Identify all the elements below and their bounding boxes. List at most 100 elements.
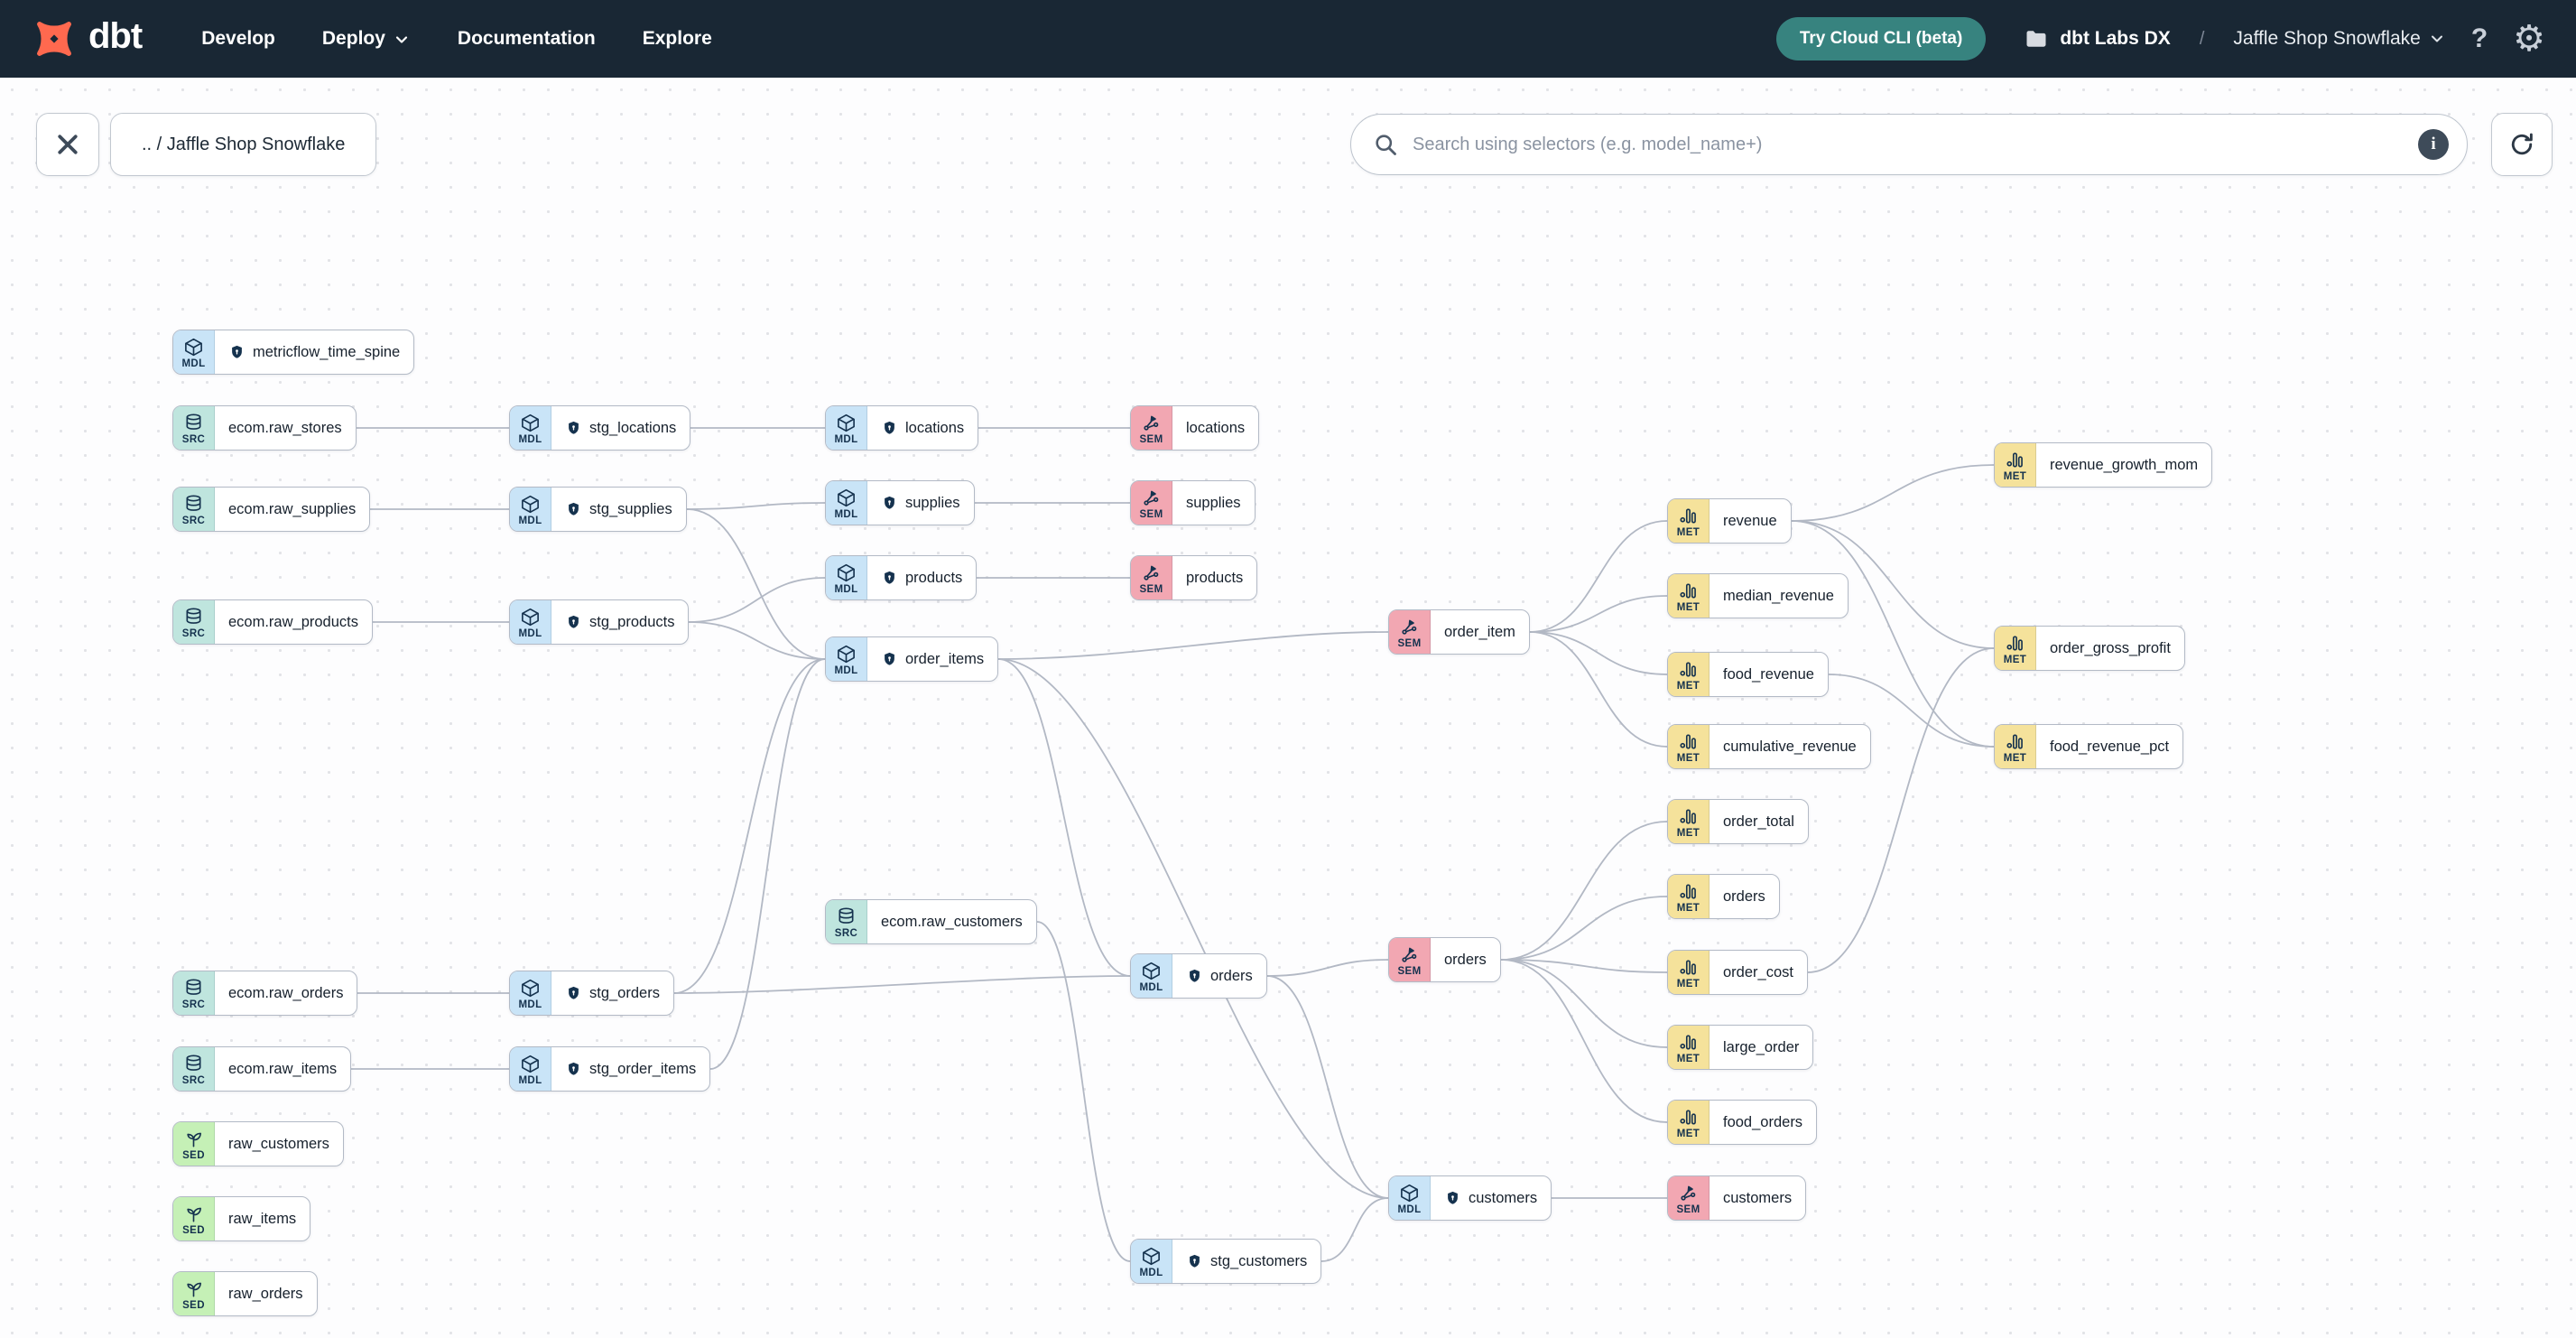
node-type-badge: SRC [826, 900, 867, 943]
info-icon[interactable]: i [2418, 129, 2449, 160]
node-label: order_gross_profit [2050, 639, 2171, 656]
node-type-badge: SED [173, 1197, 215, 1240]
edge-sem_order_item-met_food_revenue [1529, 631, 1668, 675]
cube-icon [183, 335, 204, 358]
account-name: dbt Labs DX [2060, 28, 2171, 49]
semantic-network-icon [1141, 411, 1162, 433]
node-mdl_products[interactable]: MDL products [825, 555, 978, 600]
shield-icon [881, 570, 898, 587]
dbt-logo[interactable]: dbt [31, 15, 143, 62]
edge-mdl_stg_supplies-mdl_order_items [686, 508, 826, 660]
bar-chart-icon [1678, 955, 1699, 978]
node-label: stg_supplies [589, 500, 672, 517]
search-input[interactable] [1413, 134, 2418, 155]
help-icon[interactable]: ? [2470, 23, 2488, 53]
node-type-badge: SRC [173, 600, 215, 644]
nav-item-documentation[interactable]: Documentation [457, 28, 596, 49]
node-type-badge: MDL [510, 1047, 551, 1091]
database-icon [183, 976, 204, 999]
project-switcher[interactable]: Jaffle Shop Snowflake [2233, 28, 2445, 50]
cube-icon [520, 411, 541, 433]
bar-chart-icon [1678, 1105, 1699, 1128]
path-separator: / [2199, 28, 2205, 49]
database-icon [183, 605, 204, 627]
node-type-label: MDL [1139, 1268, 1163, 1278]
bar-chart-icon [1678, 579, 1699, 601]
nav-item-explore[interactable]: Explore [642, 28, 712, 49]
node-type-badge: MET [1995, 725, 2036, 768]
database-icon [183, 411, 204, 433]
account-switcher[interactable]: dbt Labs DX [2024, 26, 2171, 51]
node-label: raw_customers [228, 1135, 329, 1152]
edge-mdl_orders-sem_orders [1266, 959, 1389, 977]
cube-icon [836, 561, 857, 583]
edge-met_order_cost-met_order_gross_profit [1807, 647, 1995, 973]
shield-icon [565, 1061, 582, 1078]
node-label: food_revenue [1723, 665, 1814, 683]
project-name: Jaffle Shop Snowflake [2233, 28, 2421, 49]
nav-item-develop[interactable]: Develop [201, 28, 275, 49]
node-type-label: MET [1676, 1129, 1700, 1139]
cube-icon [520, 492, 541, 515]
edge-met_revenue-met_revenue_growth_mom [1791, 464, 1995, 522]
try-cloud-cli-button[interactable]: Try Cloud CLI (beta) [1775, 17, 1987, 60]
node-type-badge: SEM [1131, 556, 1172, 599]
node-label: products [905, 569, 963, 586]
edge-met_revenue-met_food_revenue_pct [1791, 520, 1995, 748]
breadcrumb[interactable]: .. / Jaffle Shop Snowflake [110, 113, 377, 176]
close-lineage-button[interactable] [36, 113, 99, 176]
refresh-button[interactable] [2491, 113, 2553, 176]
nav-item-deploy[interactable]: Deploy [322, 28, 411, 50]
chevron-down-icon [2431, 35, 2442, 42]
gear-icon[interactable]: ⚙ [2513, 19, 2545, 59]
node-type-label: SEM [1139, 509, 1163, 520]
edge-sem_orders-met_large_order [1500, 959, 1668, 1048]
semantic-network-icon [1678, 1181, 1699, 1203]
cube-icon [836, 411, 857, 433]
node-type-label: MDL [834, 584, 858, 595]
semantic-network-icon [1399, 943, 1420, 965]
node-label: locations [1186, 419, 1246, 436]
node-type-badge: SRC [173, 488, 215, 531]
